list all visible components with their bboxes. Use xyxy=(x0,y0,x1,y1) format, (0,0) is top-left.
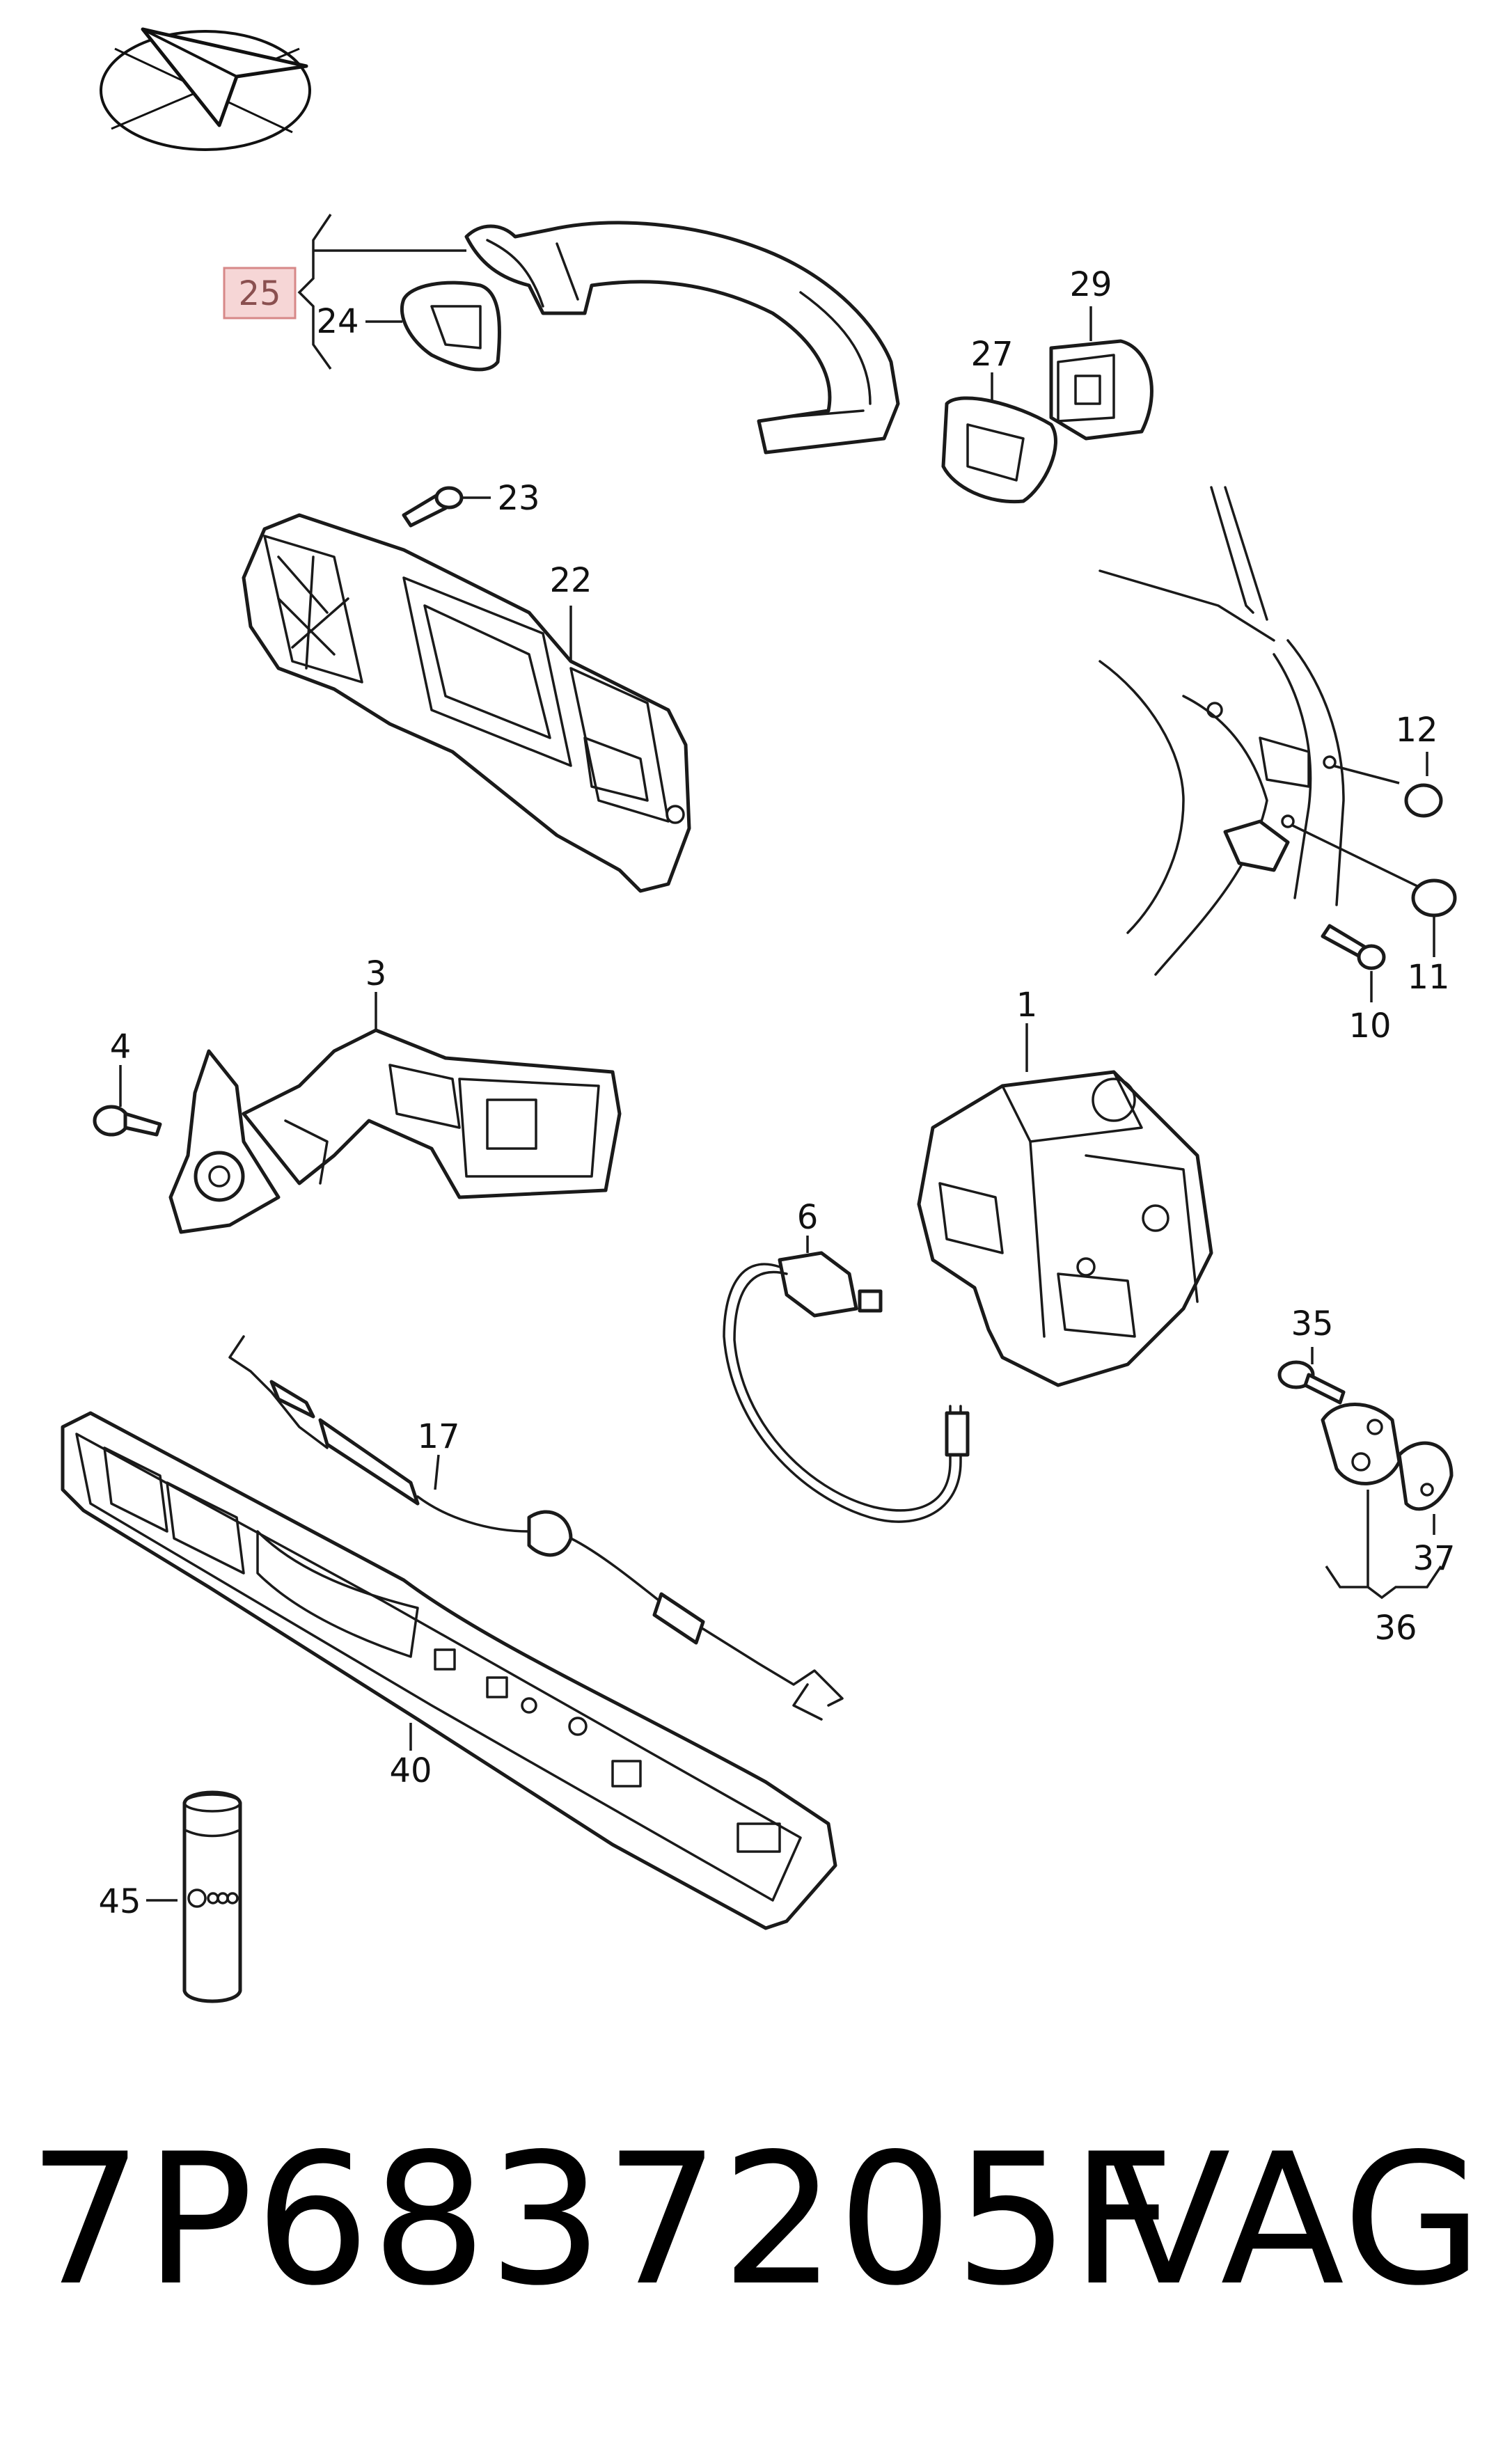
paper-plane-logo-icon xyxy=(100,27,311,151)
callout-24: 24 xyxy=(316,302,359,341)
callout-1: 1 xyxy=(1016,986,1038,1025)
part-29-lock-cap xyxy=(1049,306,1153,441)
callout-37: 37 xyxy=(1412,1539,1455,1578)
part-3-lock-bracket xyxy=(168,992,622,1234)
part-40-interior-trim xyxy=(61,1411,837,1930)
part-25-bracket xyxy=(223,214,466,370)
part-37-plate xyxy=(1397,1441,1454,1535)
callout-29: 29 xyxy=(1069,265,1112,304)
part-25-outer-handle xyxy=(464,221,900,455)
callout-22: 22 xyxy=(549,561,592,600)
part-24-handle-seal xyxy=(365,281,501,372)
callout-17: 17 xyxy=(417,1417,459,1456)
callout-35: 35 xyxy=(1291,1304,1333,1343)
part-45-spray-can xyxy=(146,1790,242,2003)
callout-10: 10 xyxy=(1348,1007,1391,1046)
callout-40: 40 xyxy=(389,1751,432,1790)
part-1-door-lock xyxy=(917,1023,1213,1387)
callout-6: 6 xyxy=(797,1198,819,1237)
part-number: 7P6837205F xyxy=(28,2115,1176,2326)
callout-12: 12 xyxy=(1395,711,1438,750)
callout-4: 4 xyxy=(110,1027,132,1066)
callout-23: 23 xyxy=(497,479,540,518)
door-body-sketch xyxy=(1098,486,1421,976)
part-35-screw xyxy=(1277,1347,1346,1405)
brand-name: VAG xyxy=(1107,2115,1484,2326)
part-27-cap-seal xyxy=(941,372,1057,504)
part-6-cable xyxy=(723,1236,970,1523)
part-4-bolt xyxy=(93,1065,162,1137)
part-23-screw xyxy=(402,486,491,528)
part-11-grommet xyxy=(1411,878,1457,957)
callout-45: 45 xyxy=(98,1882,141,1921)
callout-25: 25 xyxy=(238,274,281,313)
callout-11: 11 xyxy=(1407,958,1449,997)
part-17-bowden-cable xyxy=(228,1335,844,1721)
callout-25-highlight xyxy=(223,267,297,320)
callout-36: 36 xyxy=(1374,1609,1417,1648)
callout-27: 27 xyxy=(970,335,1013,374)
callout-3: 3 xyxy=(365,954,387,993)
part-10-bolt xyxy=(1321,924,1386,1002)
part-12-plug xyxy=(1404,752,1443,818)
part-22-handle-carrier xyxy=(242,513,691,893)
